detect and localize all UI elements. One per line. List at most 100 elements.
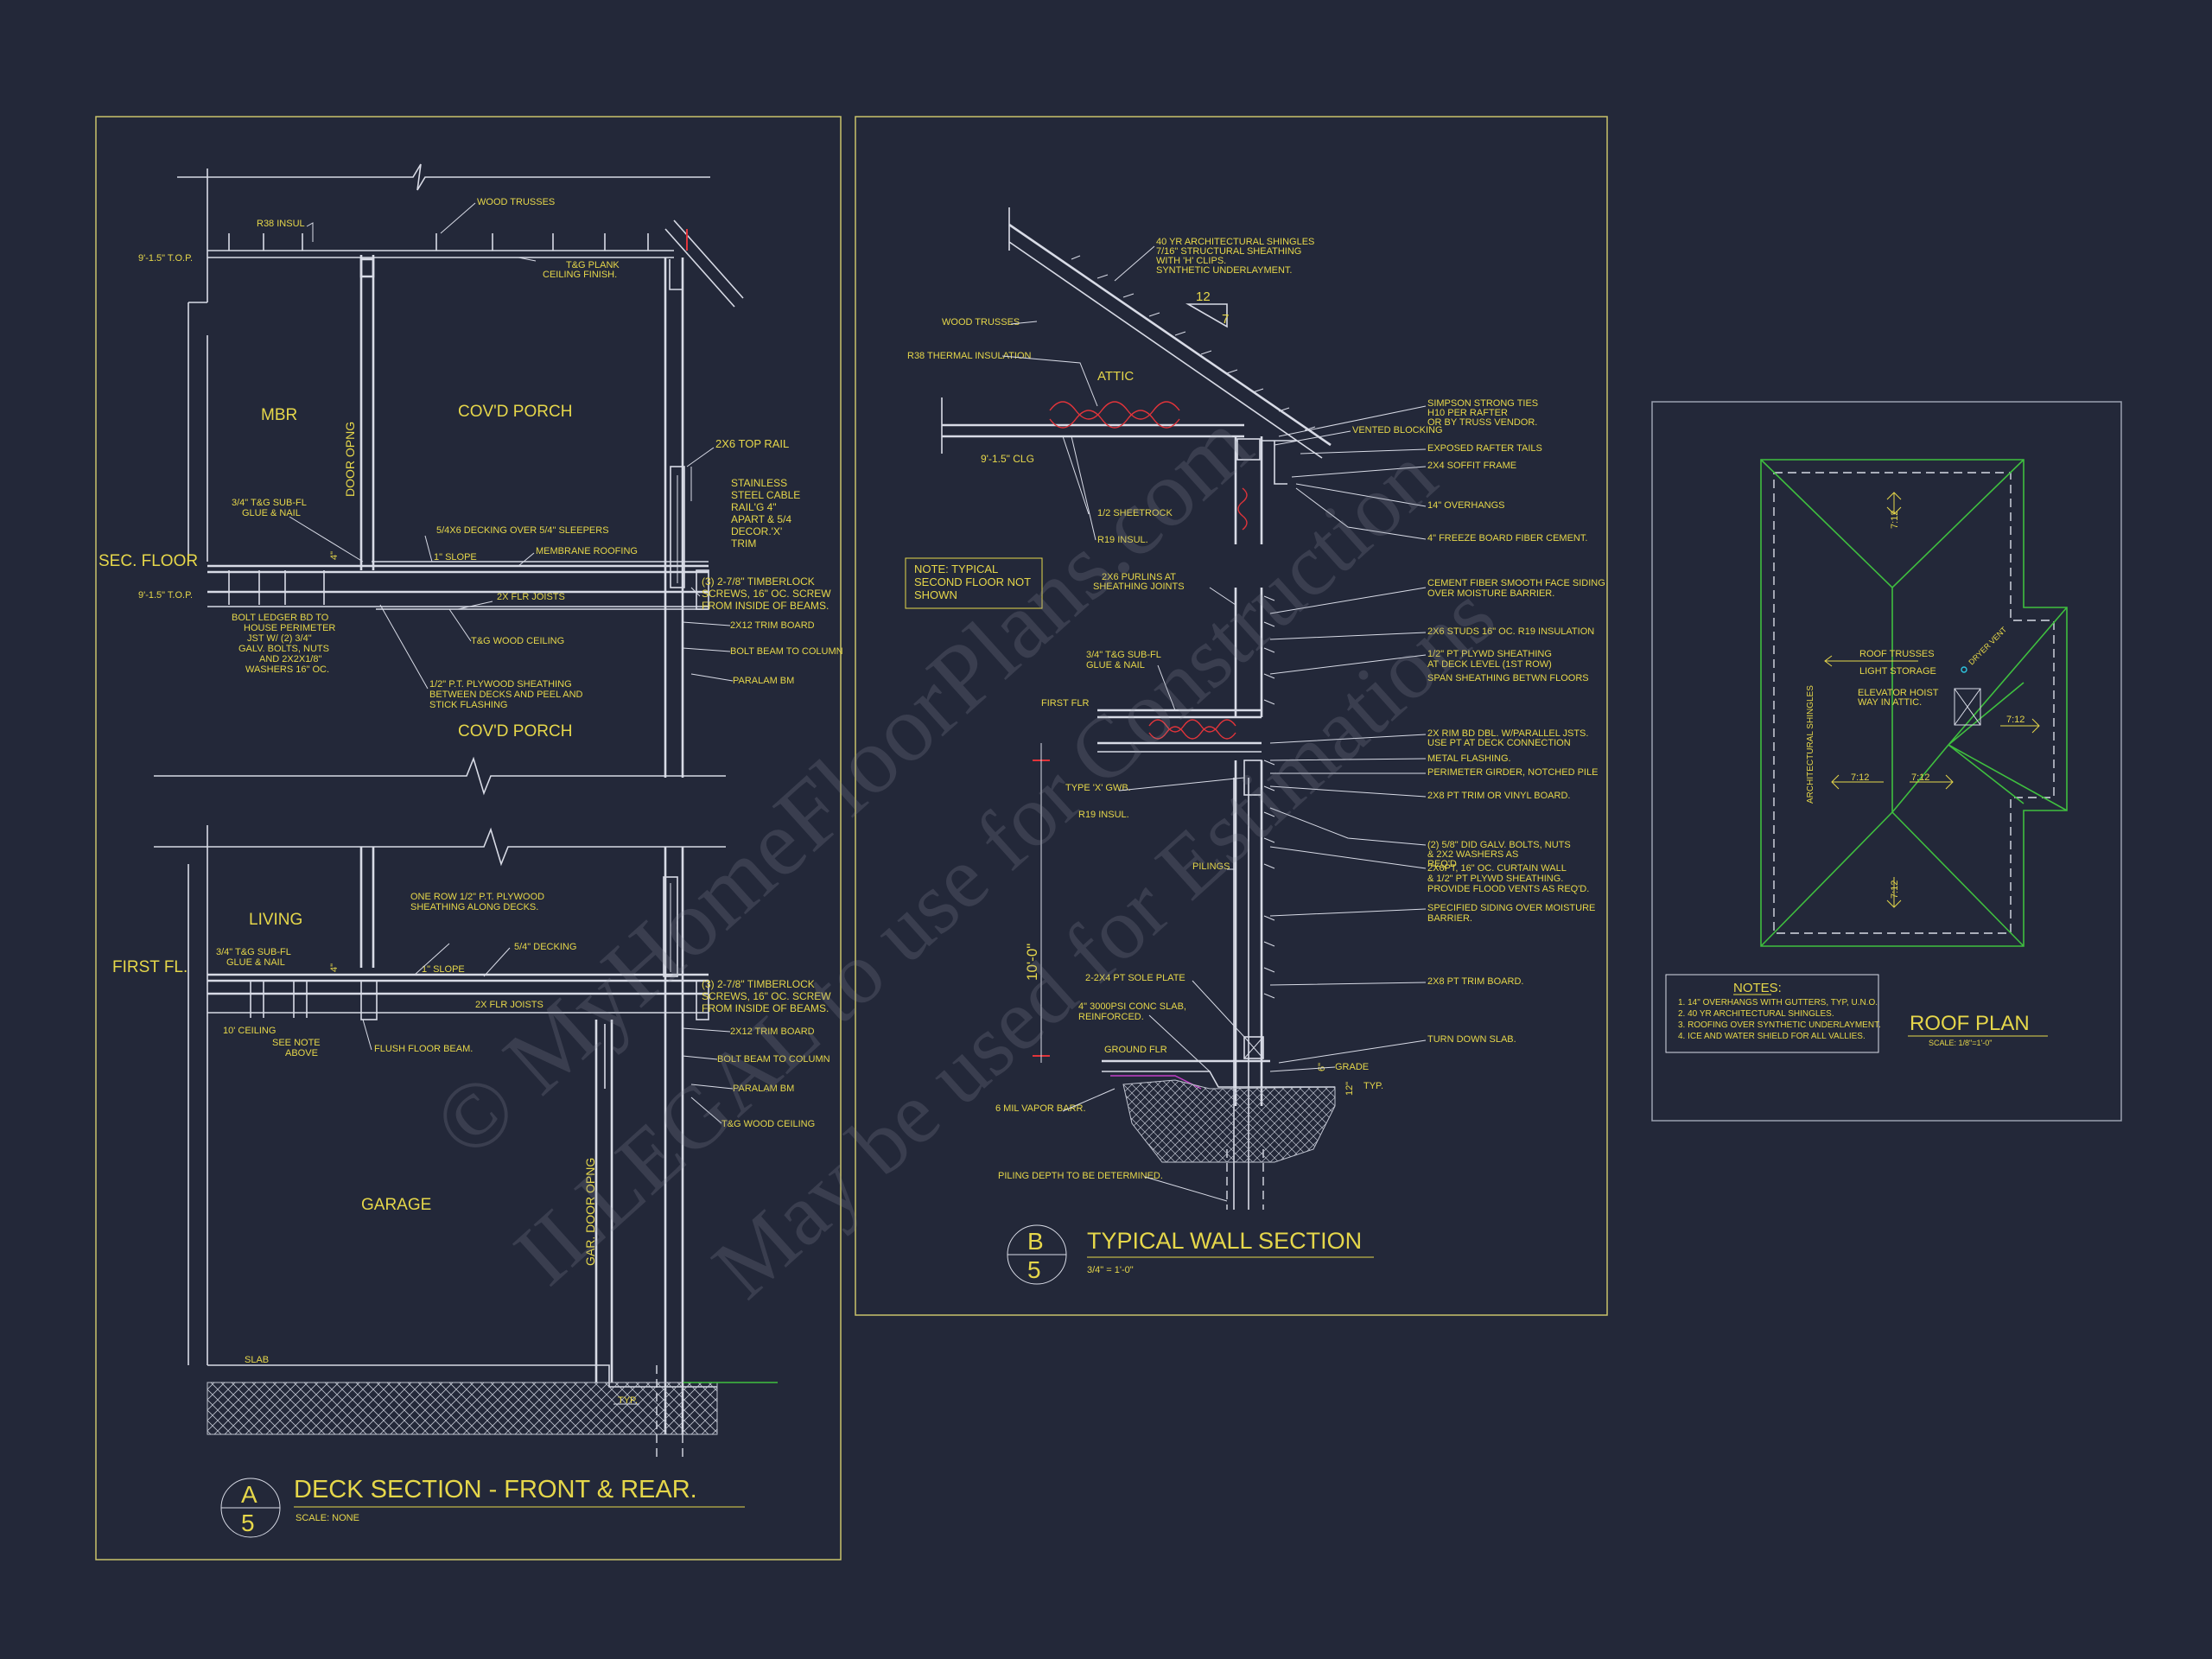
wall-bubble-bottom: 5 — [1027, 1256, 1041, 1283]
wall-section-scale: 3/4" = 1'-0" — [1087, 1265, 1134, 1275]
label-elevator-2: WAY IN ATTIC. — [1858, 697, 1922, 708]
deck-bubble-top: A — [241, 1481, 257, 1508]
label-vapor: 6 MIL VAPOR BARR. — [995, 1103, 1086, 1114]
label-r38-thermal: R38 THERMAL INSULATION — [907, 351, 1031, 361]
label-pt-sheathing-2: BETWEEN DECKS AND PEEL AND — [429, 690, 583, 700]
label-girder: PERIMETER GIRDER, NOTCHED PILE — [1427, 767, 1598, 778]
note-box-line-1: NOTE: TYPICAL — [914, 563, 998, 575]
label-timberlock-upper-3: FROM INSIDE OF BEAMS. — [702, 600, 829, 612]
room-covd-porch-upper: COV'D PORCH — [458, 403, 572, 421]
label-slope-upper: 1" SLOPE — [434, 552, 477, 563]
label-freeze-board: 4" FREEZE BOARD FIBER CEMENT. — [1427, 533, 1587, 543]
label-conc-slab-1: 4" 3000PSI CONC SLAB, — [1078, 1001, 1186, 1012]
roof-pitch-right: 7:12 — [2006, 715, 2024, 725]
label-r19-top: R19 INSUL. — [1097, 535, 1148, 545]
svg-text:AT DECK LEVEL (1ST ROW): AT DECK LEVEL (1ST ROW) — [1427, 659, 1552, 670]
svg-text:SYNTHETIC UNDERLAYMENT.: SYNTHETIC UNDERLAYMENT. — [1156, 265, 1292, 276]
roof-note-4: 4. ICE AND WATER SHIELD FOR ALL VALLIES. — [1678, 1032, 1866, 1041]
label-timberlock-lower-1: (3) 2-7/8" TIMBERLOCK — [702, 978, 815, 990]
watermark-line-1: © MyHomeFloorPlans.com — [413, 391, 1271, 1178]
deck-section-panel — [95, 116, 842, 1560]
roof-pitch-bottom: 7:12 — [1890, 880, 1900, 899]
label-grade: GRADE — [1335, 1062, 1369, 1072]
roof-note-2: 2. 40 YR ARCHITECTURAL SHINGLES. — [1678, 1009, 1834, 1019]
level-sec-floor: SEC. FLOOR — [99, 552, 198, 570]
svg-text:STAINLESS: STAINLESS — [731, 477, 787, 489]
wall-section-title: TYPICAL WALL SECTION — [1087, 1228, 1362, 1254]
label-r38-insul: R38 INSUL — [257, 219, 305, 229]
label-tg-plank: T&G PLANK — [566, 260, 620, 270]
label-pitch-run: 7 — [1222, 312, 1229, 327]
level-first-fl: FIRST FL. — [112, 958, 188, 976]
label-siding-2: OVER MOISTURE BARRIER. — [1427, 588, 1554, 599]
roof-plan-labels: 7:12 7:12 7:12 7:12 7:12 ROOF TRUSSES LI… — [1665, 511, 2048, 1053]
svg-text:PROVIDE FLOOD VENTS AS REQ'D.: PROVIDE FLOOD VENTS AS REQ'D. — [1427, 884, 1589, 894]
label-ground-flr: GROUND FLR — [1104, 1045, 1167, 1055]
label-subfl-lower-1: 3/4" T&G SUB-FL — [216, 947, 291, 957]
label-elevator-1: ELEVATOR HOIST — [1858, 688, 1939, 698]
label-timberlock-lower-3: FROM INSIDE OF BEAMS. — [702, 1002, 829, 1014]
label-gwb: TYPE 'X' GWB. — [1065, 783, 1131, 793]
label-slope-lower: 1" SLOPE — [422, 964, 465, 975]
svg-text:AND 2X2X1/8": AND 2X2X1/8" — [259, 654, 321, 664]
svg-text:SIMPSON STRONG TIES: SIMPSON STRONG TIES — [1427, 398, 1538, 409]
label-timberlock-lower-2: SCREWS, 16" OC. SCREW — [702, 990, 831, 1002]
svg-text:GALV. BOLTS, NUTS: GALV. BOLTS, NUTS — [238, 644, 329, 654]
label-dim-6: 6" — [1317, 1063, 1327, 1071]
svg-text:40 YR ARCHITECTURAL SHINGLES: 40 YR ARCHITECTURAL SHINGLES — [1156, 237, 1314, 247]
label-sole-plate: 2-2X4 PT SOLE PLATE — [1085, 973, 1185, 983]
label-gar-door-opng: GAR. DOOR OPNG — [583, 1158, 597, 1266]
label-door-opng: DOOR OPNG — [343, 422, 357, 497]
label-subfl-b-2: GLUE & NAIL — [1086, 660, 1145, 671]
roof-note-1: 1. 14" OVERHANGS WITH GUTTERS, TYP, U.N.… — [1678, 998, 1878, 1007]
svg-text:7/16" STRUCTURAL SHEATHING: 7/16" STRUCTURAL SHEATHING — [1156, 246, 1301, 257]
label-shingles-side: ARCHITECTURAL SHINGLES — [1806, 685, 1815, 804]
label-flr-joists-lower: 2X FLR JOISTS — [475, 1000, 543, 1010]
roof-note-3: 3. ROOFING OVER SYNTHETIC UNDERLAYMENT. — [1678, 1020, 1881, 1030]
roof-pitch-top: 7:12 — [1890, 511, 1900, 529]
note-box — [905, 557, 1043, 609]
label-bolt-beam-upper: BOLT BEAM TO COLUMN — [730, 646, 843, 657]
wall-bubble-top: B — [1027, 1228, 1044, 1255]
roof-plan-scale: SCALE: 1/8"=1'-0" — [1929, 1039, 1992, 1047]
svg-text:BOLT LEDGER BD TO: BOLT LEDGER BD TO — [232, 613, 329, 623]
label-plywood: 1/2" PT PLYWD SHEATHING AT DECK LEVEL (1… — [1427, 649, 1589, 683]
svg-text:JST W/ (2) 3/4": JST W/ (2) 3/4" — [247, 633, 312, 644]
svg-text:OR BY TRUSS VENDOR.: OR BY TRUSS VENDOR. — [1427, 417, 1537, 428]
label-see-note-1: SEE NOTE — [272, 1038, 321, 1048]
label-studs: 2X6 STUDS 16" OC. R19 INSULATION — [1427, 626, 1594, 637]
label-first-flr: FIRST FLR — [1041, 698, 1089, 709]
label-overhangs: 14" OVERHANGS — [1427, 500, 1505, 511]
svg-text:RAIL'G 4": RAIL'G 4" — [731, 501, 777, 513]
label-r19-bot: R19 INSUL. — [1078, 810, 1129, 820]
svg-text:1/2" PT PLYWD SHEATHING: 1/2" PT PLYWD SHEATHING — [1427, 649, 1552, 659]
deck-section-labels: MBR COV'D PORCH COV'D PORCH LIVING GARAG… — [99, 197, 843, 1538]
label-top-plate-mid: 9'-1.5" T.O.P. — [138, 590, 193, 601]
label-purlins-2: SHEATHING JOINTS — [1093, 582, 1185, 592]
room-mbr: MBR — [261, 406, 297, 424]
label-subfl-b-1: 3/4" T&G SUB-FL — [1086, 650, 1161, 660]
label-pt-sheathing-3: STICK FLASHING — [429, 700, 507, 710]
svg-text:WITH 'H' CLIPS.: WITH 'H' CLIPS. — [1156, 256, 1226, 266]
label-curtain-wall: 2X6PT, 16" OC. CURTAIN WALL & 1/2" PT PL… — [1427, 863, 1589, 894]
label-specified-siding-2: BARRIER. — [1427, 913, 1472, 924]
label-typ: TYP. — [618, 1395, 638, 1406]
label-paralam-upper: PARALAM BM — [733, 676, 794, 686]
label-flush-beam: FLUSH FLOOR BEAM. — [374, 1044, 473, 1054]
label-trim-board-upper: 2X12 TRIM BOARD — [730, 620, 815, 631]
label-ceiling-finish: CEILING FINISH. — [543, 270, 617, 280]
svg-text:HOUSE PERIMETER: HOUSE PERIMETER — [244, 623, 335, 633]
label-height-dim: 10'-0" — [1024, 944, 1040, 981]
roof-pitch-mid: 7:12 — [1911, 772, 1929, 783]
svg-text:REQ'D: REQ'D — [1427, 859, 1457, 869]
label-trim-board-lower: 2X12 TRIM BOARD — [730, 1027, 815, 1037]
label-rafter-tails: EXPOSED RAFTER TAILS — [1427, 443, 1542, 454]
label-pt-sheathing-1: 1/2" P.T. PLYWOOD SHEATHING — [429, 679, 572, 690]
label-pilings: PILINGS — [1192, 861, 1230, 872]
svg-text:DECOR.'X': DECOR.'X' — [731, 525, 782, 537]
svg-text:2X6PT, 16" OC. CURTAIN WALL: 2X6PT, 16" OC. CURTAIN WALL — [1427, 863, 1567, 874]
roof-notes-title: NOTES: — [1733, 981, 1782, 995]
svg-text:(2) 5/8" DID GALV. BOLTS, NUTS: (2) 5/8" DID GALV. BOLTS, NUTS — [1427, 840, 1571, 850]
label-piling-depth: PILING DEPTH TO BE DETERMINED. — [998, 1171, 1163, 1181]
